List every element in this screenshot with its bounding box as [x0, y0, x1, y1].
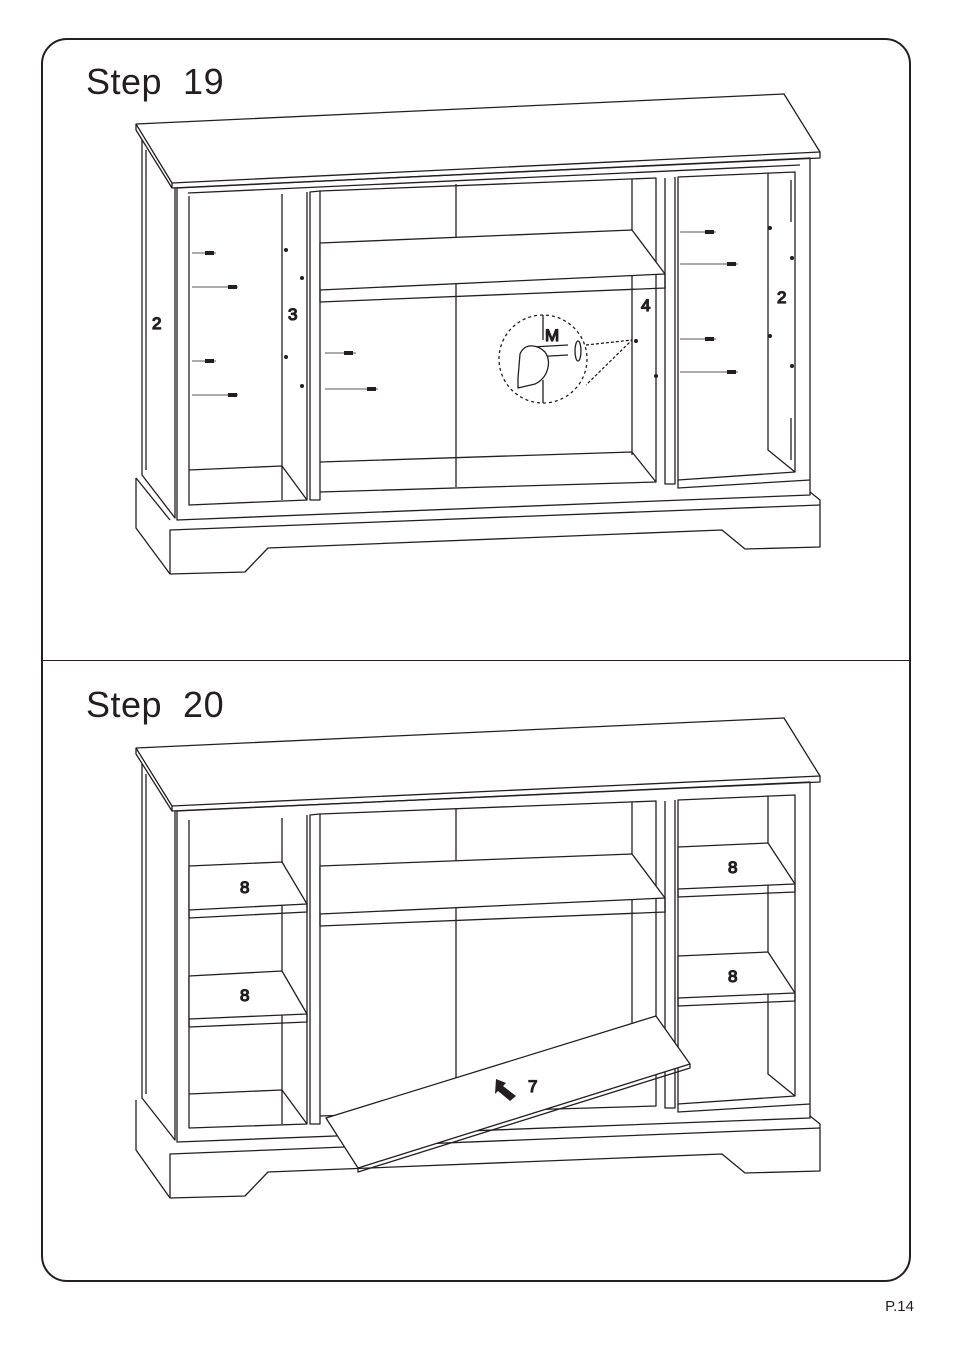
label-shelf-upper-left: 8	[240, 878, 249, 897]
hardware-callout	[499, 315, 632, 403]
label-right-divider: 4	[641, 296, 650, 315]
page-number: P.14	[885, 1298, 914, 1315]
label-right-side-panel: 2	[777, 288, 786, 307]
label-shelf-lower-left: 8	[240, 986, 249, 1005]
step-20-cabinet	[136, 718, 820, 1198]
label-shelf-upper-right: 8	[728, 858, 737, 877]
label-shelf-lower-right: 8	[728, 967, 737, 986]
label-back-panel: 7	[528, 1077, 537, 1096]
label-left-side-panel: 2	[152, 314, 161, 333]
step-19-cabinet	[136, 94, 820, 574]
label-left-divider: 3	[288, 305, 297, 324]
label-hardware-m: M	[545, 326, 559, 345]
